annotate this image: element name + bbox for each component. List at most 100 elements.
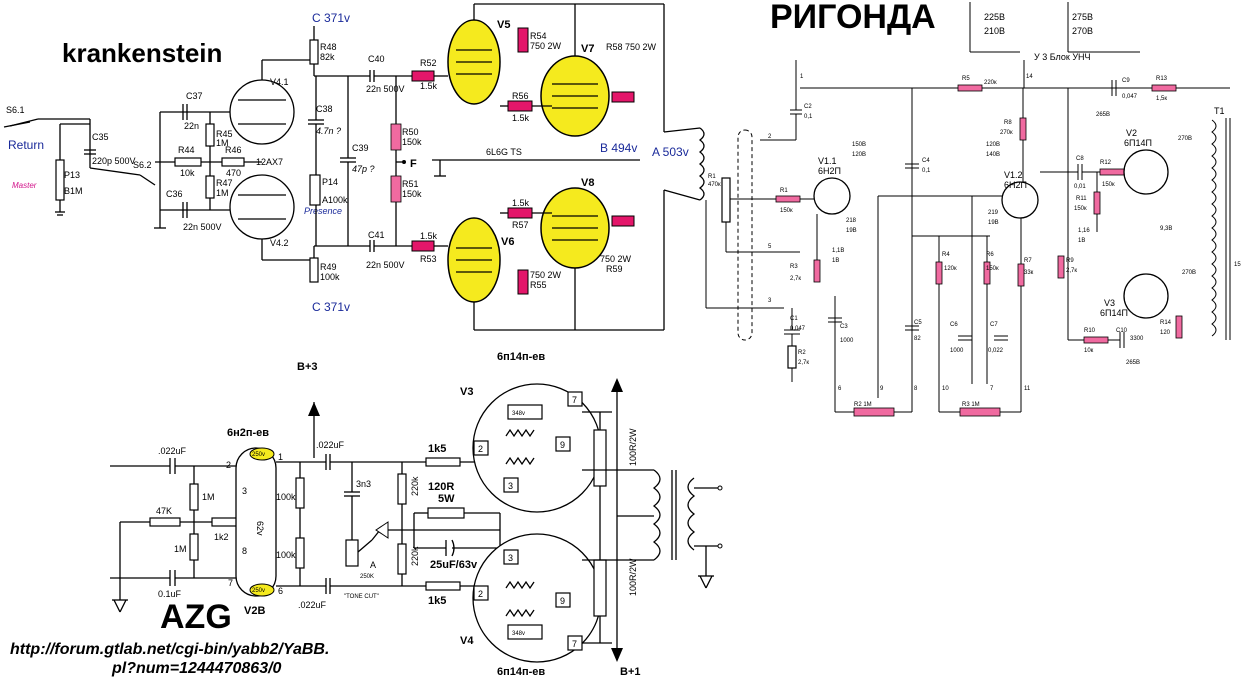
azg-c4: 0.1uF bbox=[158, 589, 182, 599]
c36-label: C36 bbox=[166, 189, 183, 199]
rig-v12: V1.2 bbox=[1004, 170, 1023, 180]
r54-label: R54 bbox=[530, 31, 547, 41]
azg-v250a: 250v bbox=[252, 452, 265, 458]
rig-r12: R12 bbox=[1100, 160, 1112, 166]
rig-c2v: 0,1 bbox=[804, 114, 813, 120]
rig-rr1: R1 bbox=[708, 174, 716, 180]
r53-value: 1.5k bbox=[420, 231, 438, 241]
rig-pin-11: 11 bbox=[1024, 386, 1031, 392]
azg-pin-6: 6 bbox=[278, 586, 283, 596]
azg-r100k-b: 100k bbox=[276, 550, 296, 560]
rig-c3: C3 bbox=[840, 324, 848, 330]
azg-c2: .022uF bbox=[316, 440, 345, 450]
rig-r13: R13 bbox=[1156, 76, 1168, 82]
rig-r10: R10 bbox=[1084, 328, 1096, 334]
rig-v265a: 265В bbox=[1096, 112, 1110, 118]
azg-pot-a: A bbox=[370, 560, 376, 570]
rig-v3: V3 bbox=[1104, 298, 1115, 308]
rig-pin-2: 2 bbox=[768, 134, 772, 140]
rig-r2v: 2,7к bbox=[798, 360, 809, 366]
azg-schematic: AZG B+3 6н2п-ев 6п14п-ев 6п14п-ев V3 V4 … bbox=[110, 351, 723, 678]
rig-pin-15: 15 bbox=[1234, 262, 1241, 268]
r48-value: 82k bbox=[320, 52, 335, 62]
rig-rr3: R3 1М bbox=[962, 402, 980, 408]
master-label: Master bbox=[12, 181, 37, 190]
azg-v3-pin3: 3 bbox=[508, 481, 513, 491]
r50-label: R50 bbox=[402, 127, 419, 137]
rig-v198b: 19В bbox=[988, 220, 999, 226]
c39-value: 47p ? bbox=[352, 164, 375, 174]
azg-v3-pin2: 2 bbox=[478, 444, 483, 454]
r45-label: R45 bbox=[216, 129, 233, 139]
r49-value: 100k bbox=[320, 272, 340, 282]
rig-pin-8: 8 bbox=[914, 386, 918, 392]
rig-r1: R1 bbox=[780, 188, 788, 194]
rig-pin-9: 9 bbox=[880, 386, 884, 392]
rig-c4: C4 bbox=[922, 158, 930, 164]
c371-bottom-label: C 371v bbox=[312, 300, 350, 314]
azg-r220k-a: 220k bbox=[410, 476, 420, 496]
rig-r7v: 33к bbox=[1024, 270, 1034, 276]
rig-c6: C6 bbox=[950, 322, 958, 328]
r51-label: R51 bbox=[402, 179, 419, 189]
azg-r120: 120R bbox=[428, 481, 454, 493]
rig-c8v: 0,01 bbox=[1074, 184, 1086, 190]
rig-r3v: 2,7к bbox=[790, 276, 801, 282]
forum-url-line1[interactable]: http://forum.gtlab.net/cgi-bin/yabb2/YaB… bbox=[10, 641, 329, 658]
tube-6l6-label: 6L6G TS bbox=[486, 147, 522, 157]
rig-pin-3: 3 bbox=[768, 298, 772, 304]
c35-label: C35 bbox=[92, 132, 109, 142]
r46-label: R46 bbox=[225, 145, 242, 155]
rig-r4: R4 bbox=[942, 252, 950, 258]
rig-v11t: 6Н2П bbox=[818, 166, 841, 176]
rig-v2t: 6П14П bbox=[1124, 138, 1152, 148]
rig-v118b: 1В bbox=[832, 258, 839, 264]
rig-210v: 210В bbox=[984, 26, 1005, 36]
azg-r100k-a: 100k bbox=[276, 492, 296, 502]
rig-270v: 270В bbox=[1072, 26, 1093, 36]
c40-label: C40 bbox=[368, 54, 385, 64]
rig-v12t: 6Н2П bbox=[1004, 180, 1027, 190]
rig-c6v: 1000 bbox=[950, 348, 964, 354]
switch-s61-label: S6.1 bbox=[6, 105, 25, 115]
rig-c3v: 1000 bbox=[840, 338, 854, 344]
r46-value: 470 bbox=[226, 168, 241, 178]
p13-label: P13 bbox=[64, 170, 80, 180]
rig-v2: V2 bbox=[1126, 128, 1137, 138]
v7-label: V7 bbox=[581, 43, 594, 55]
v8-label: V8 bbox=[581, 177, 594, 189]
tube-6n2p-label: 6н2п-ев bbox=[227, 427, 269, 439]
azg-v3-pin7: 7 bbox=[572, 395, 577, 405]
rig-c8: C8 bbox=[1076, 156, 1084, 162]
r57-value: 1.5k bbox=[512, 198, 530, 208]
rig-r8: R8 bbox=[1004, 120, 1012, 126]
v2b-label: V2B bbox=[244, 605, 265, 617]
c371-top-label: C 371v bbox=[312, 11, 350, 25]
rig-r6: R6 bbox=[986, 252, 994, 258]
azg-v348b: 348v bbox=[512, 631, 525, 637]
azg-pin-1: 1 bbox=[278, 452, 283, 462]
rig-r7: R7 bbox=[1024, 258, 1032, 264]
b3-label: B+3 bbox=[297, 361, 318, 373]
rig-v198a: 19В bbox=[846, 228, 857, 234]
rig-r11: R11 bbox=[1076, 196, 1087, 202]
r58-label: R58 750 2W bbox=[606, 42, 657, 52]
azg-r47k: 47K bbox=[156, 506, 172, 516]
rig-r2: R2 bbox=[798, 350, 806, 356]
b1-label: B+1 bbox=[620, 666, 641, 678]
rig-r1v: 150к bbox=[780, 208, 793, 214]
forum-url-line2[interactable]: pl?num=1244470863/0 bbox=[111, 660, 282, 677]
rig-c7v: 0,022 bbox=[988, 348, 1004, 354]
rig-pin-6: 6 bbox=[838, 386, 842, 392]
azg-v4-pin9: 9 bbox=[560, 596, 565, 606]
rig-v150: 150В bbox=[852, 142, 866, 148]
r44-label: R44 bbox=[178, 145, 195, 155]
rig-v93: 9,3В bbox=[1160, 226, 1172, 232]
rig-pin-7: 7 bbox=[990, 386, 994, 392]
r56-label: R56 bbox=[512, 91, 529, 101]
azg-v4-pin3: 3 bbox=[508, 553, 513, 563]
azg-r100r-a: 100R/2W bbox=[628, 428, 638, 466]
azg-r1k2: 1k2 bbox=[214, 532, 229, 542]
presence-label: Presence bbox=[304, 206, 342, 216]
